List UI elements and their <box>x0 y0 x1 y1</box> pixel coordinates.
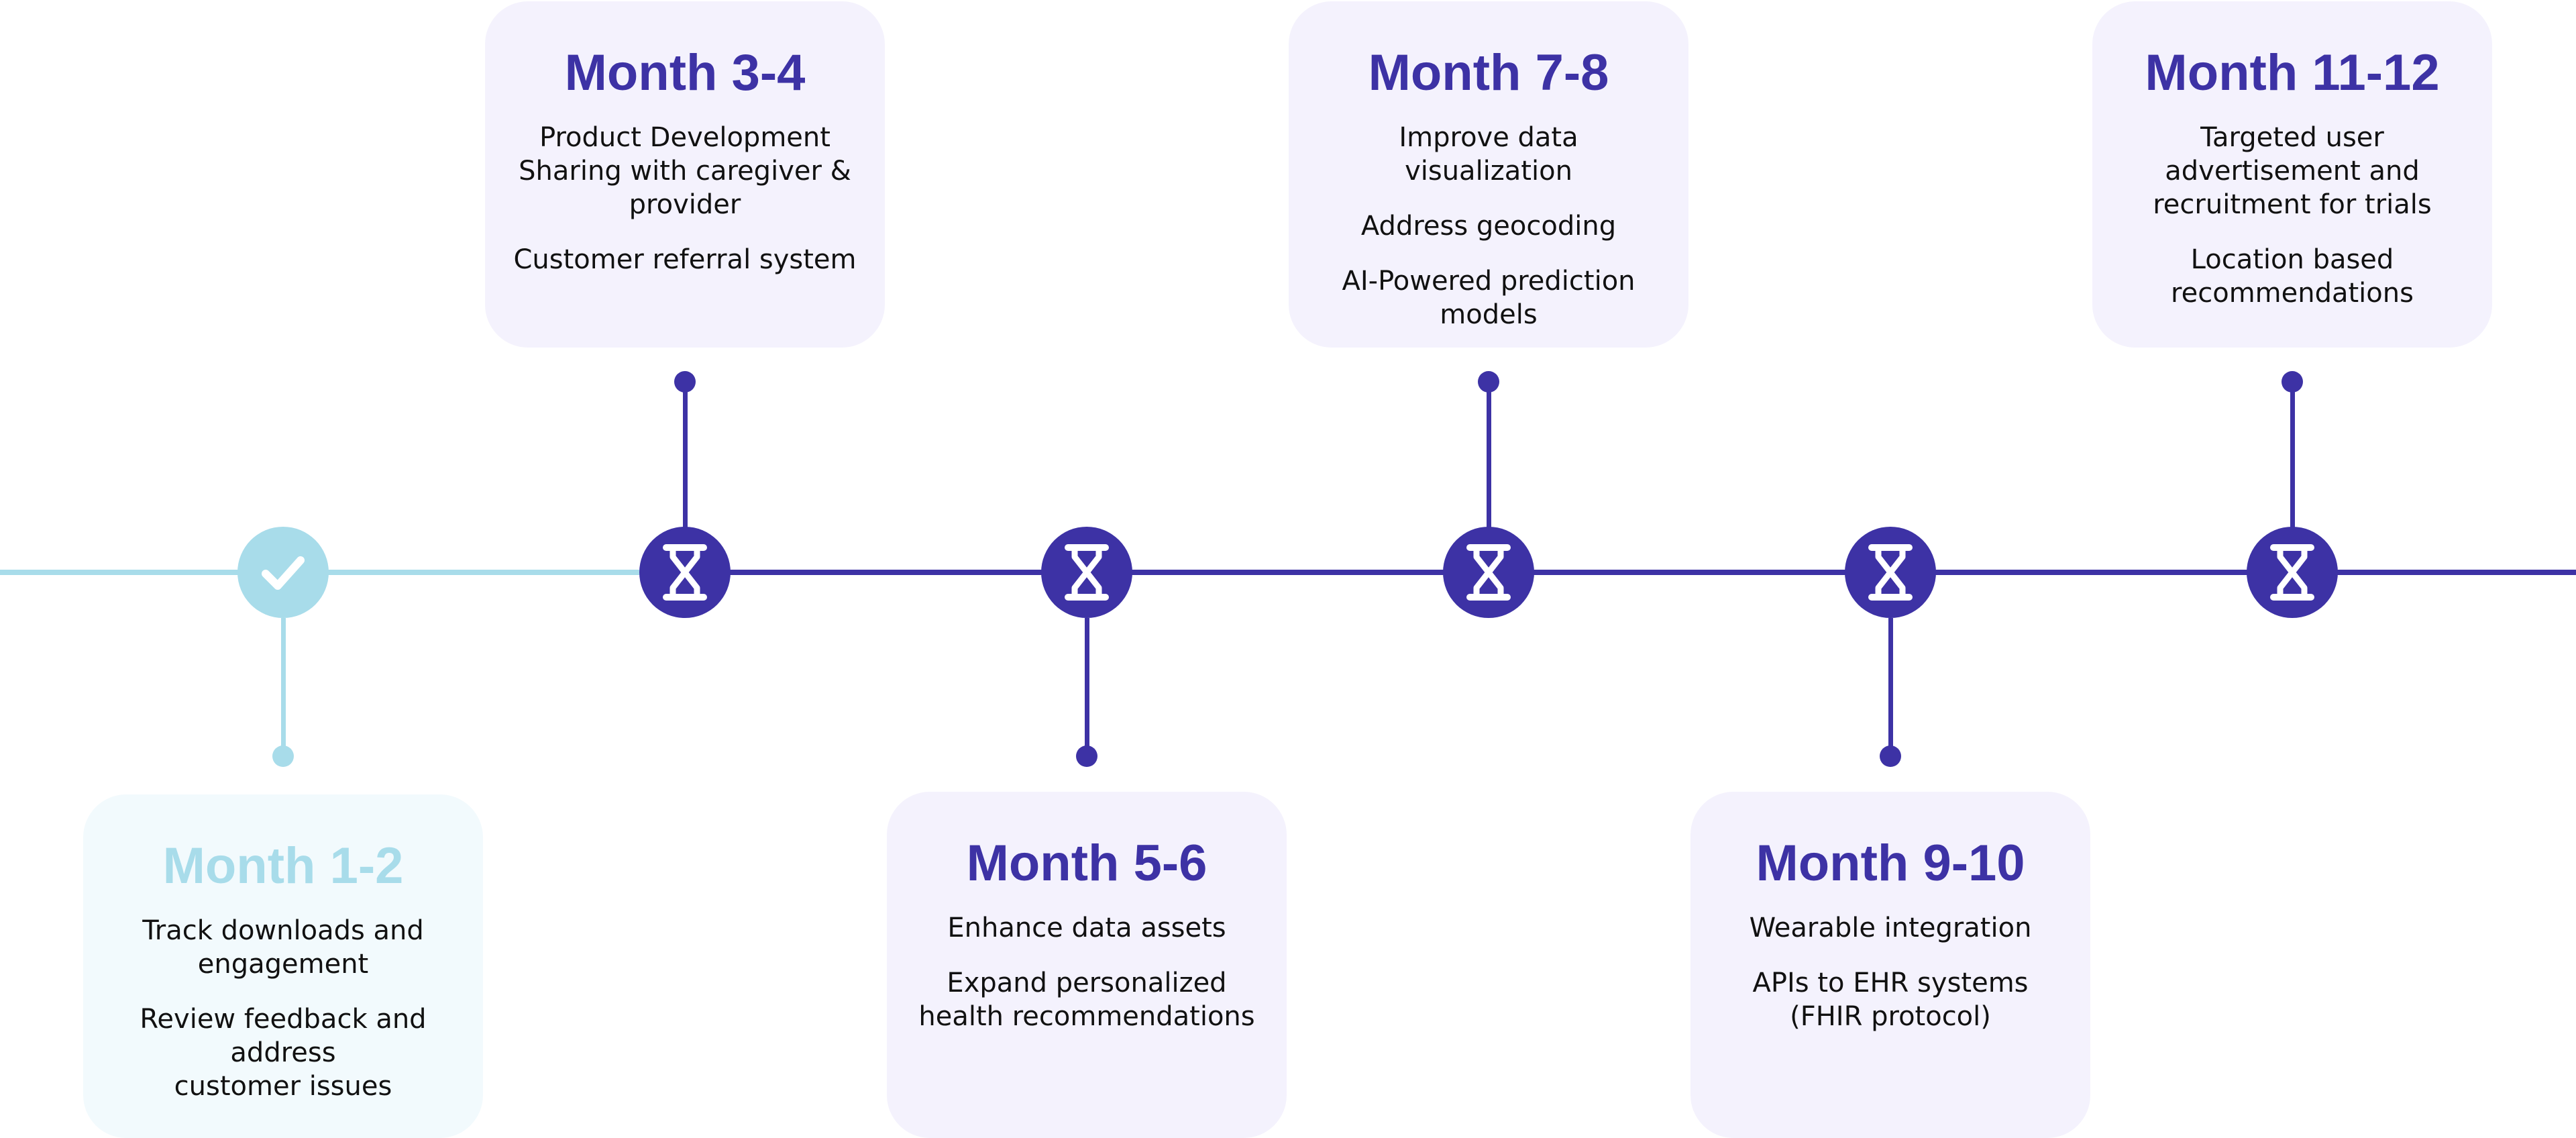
milestone-title: Month 11-12 <box>2145 44 2440 101</box>
milestone-dot-5 <box>1880 745 1901 767</box>
milestone-title: Month 3-4 <box>564 44 806 101</box>
milestone-node-3 <box>1041 527 1132 618</box>
hourglass-icon <box>2270 544 2314 601</box>
milestone-item: AI-Powered prediction models <box>1342 266 1635 330</box>
milestone-stem-5 <box>1888 618 1893 752</box>
milestone-title: Month 9-10 <box>1756 835 2025 892</box>
milestone-stem-3 <box>1085 618 1089 752</box>
milestone-stem-1 <box>281 618 286 752</box>
timeline-line-upcoming <box>685 570 2576 575</box>
milestone-item: Customer referral system <box>513 244 857 275</box>
milestone-title: Month 7-8 <box>1368 44 1609 101</box>
milestone-node-1 <box>237 527 329 618</box>
milestone-card-6: Month 11-12 Targeted user advertisement … <box>2092 1 2492 348</box>
milestone-item: Review feedback and address customer iss… <box>140 1004 427 1102</box>
milestone-item: APIs to EHR systems (FHIR protocol) <box>1752 968 2029 1032</box>
milestone-item: Product Development Sharing with caregiv… <box>519 122 851 220</box>
milestone-title: Month 1-2 <box>162 837 404 894</box>
milestone-dot-3 <box>1076 745 1097 767</box>
milestone-card-4: Month 7-8 Improve data visualization Add… <box>1289 1 1688 348</box>
milestone-node-2 <box>639 527 731 618</box>
milestone-item: Enhance data assets <box>947 913 1226 943</box>
milestone-node-5 <box>1845 527 1936 618</box>
milestone-item: Targeted user advertisement and recruitm… <box>2153 122 2432 220</box>
milestone-dot-1 <box>272 745 294 767</box>
timeline-line-completed <box>0 570 685 575</box>
milestone-card-2: Month 3-4 Product Development Sharing wi… <box>485 1 885 348</box>
hourglass-icon <box>1466 544 1511 601</box>
milestone-item: Expand personalized health recommendatio… <box>918 968 1255 1032</box>
milestone-item: Improve data visualization <box>1399 122 1578 187</box>
hourglass-icon <box>1868 544 1913 601</box>
milestone-item: Address geocoding <box>1360 211 1617 242</box>
milestone-stem-6 <box>2290 382 2295 529</box>
milestone-title: Month 5-6 <box>966 835 1208 892</box>
checkmark-icon <box>262 556 305 590</box>
hourglass-icon <box>663 544 707 601</box>
milestone-card-5: Month 9-10 Wearable integration APIs to … <box>1690 792 2090 1138</box>
milestone-item: Location based recommendations <box>2171 244 2414 309</box>
hourglass-icon <box>1065 544 1109 601</box>
milestone-node-4 <box>1443 527 1534 618</box>
milestone-item: Track downloads and engagement <box>142 915 424 980</box>
milestone-node-6 <box>2247 527 2338 618</box>
milestone-stem-2 <box>683 382 688 529</box>
milestone-item: Wearable integration <box>1749 913 2032 943</box>
milestone-stem-4 <box>1487 382 1491 529</box>
milestone-card-3: Month 5-6 Enhance data assets Expand per… <box>887 792 1287 1138</box>
milestone-card-1: Month 1-2 Track downloads and engagement… <box>83 794 483 1138</box>
